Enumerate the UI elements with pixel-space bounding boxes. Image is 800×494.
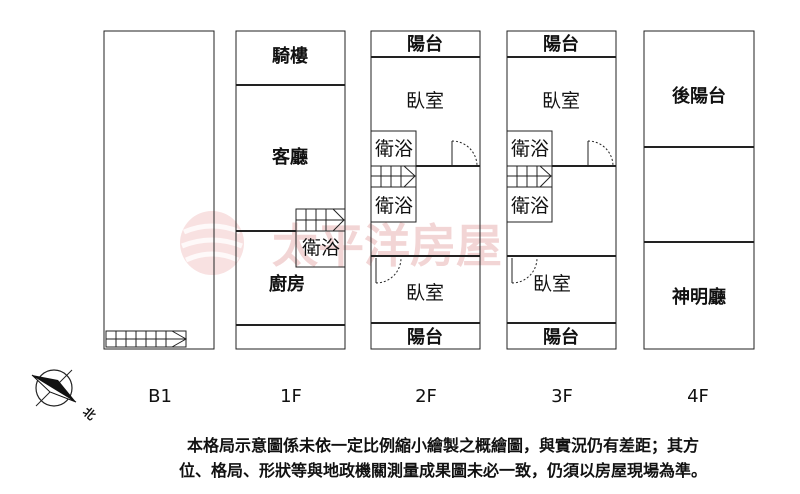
room-bedroom-top-label: 臥室 <box>542 90 580 112</box>
floor-label-2f: 2F <box>415 386 437 407</box>
room-back-balcony-label: 後陽台 <box>672 85 726 107</box>
room-bath-a-label: 衛浴 <box>511 138 549 160</box>
stair-icon <box>105 330 188 348</box>
disclaimer-line-2: 位、格局、形狀等與地政機關測量成果圖未必一致，仍須以房屋現場為準。 <box>178 461 707 480</box>
floor-b1-plan <box>103 30 215 350</box>
watermark-logo-icon <box>180 211 244 275</box>
floor-3f-plan <box>506 30 617 350</box>
room-bedroom-top-label: 臥室 <box>406 90 444 112</box>
room-bath-b-label: 衛浴 <box>511 195 549 217</box>
room-balcony-top-label: 陽台 <box>543 33 579 55</box>
floor-label-4f: 4F <box>687 386 709 407</box>
room-bedroom-bottom-label: 臥室 <box>406 282 444 304</box>
room-shrine-label: 神明廳 <box>672 286 726 308</box>
stair-icon <box>370 165 417 188</box>
watermark: 太平洋房屋 <box>180 211 502 275</box>
room-bath-a-label: 衛浴 <box>375 138 413 160</box>
floor-label-b1: B1 <box>148 386 172 407</box>
door-swing-icon <box>587 140 614 167</box>
room-living-label: 客廳 <box>272 146 308 168</box>
floor-1f-plan <box>235 30 346 350</box>
room-balcony-bottom-label: 陽台 <box>407 326 443 348</box>
room-bath-b-label: 衛浴 <box>375 195 413 217</box>
north-arrow-icon: 北 <box>31 369 99 423</box>
door-swing-icon <box>451 140 478 167</box>
floor-label-1f: 1F <box>280 386 302 407</box>
room-balcony-bottom-label: 陽台 <box>543 326 579 348</box>
room-kitchen-label: 廚房 <box>269 273 305 295</box>
door-swing-icon <box>511 257 538 284</box>
stair-icon <box>295 208 346 232</box>
room-bedroom-bottom-label: 臥室 <box>533 273 571 295</box>
floor-label-3f: 3F <box>551 386 573 407</box>
room-arcade-label: 騎樓 <box>272 45 308 67</box>
floor-2f-plan <box>370 30 481 350</box>
door-swing-icon <box>375 257 402 284</box>
floor-4f-plan <box>643 30 755 350</box>
room-balcony-top-label: 陽台 <box>407 33 443 55</box>
room-bath-label: 衛浴 <box>302 237 340 259</box>
disclaimer-line-1: 本格局示意圖係未依一定比例縮小繪製之概繪圖，與實況仍有差距；其方 <box>186 436 699 455</box>
stair-icon <box>506 165 553 188</box>
compass-label: 北 <box>80 404 99 423</box>
watermark-text: 太平洋房屋 <box>272 219 502 273</box>
